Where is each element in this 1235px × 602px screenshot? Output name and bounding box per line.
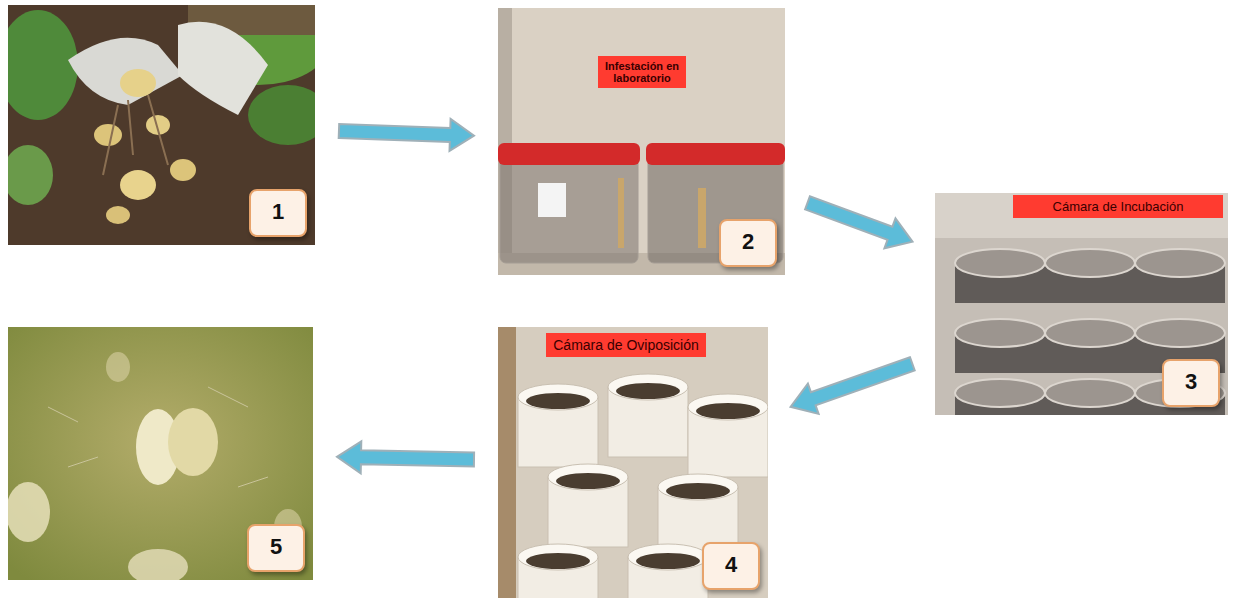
callout-number: 3: [1162, 359, 1220, 407]
red-sign: Cámara de Incubación: [1013, 195, 1223, 218]
sign-text: Infestación en laboratorio: [604, 60, 680, 84]
flow-arrow: [339, 119, 474, 151]
red-sign: Infestación en laboratorio: [598, 56, 686, 88]
photo-panel: 5: [8, 327, 313, 580]
photo-panel: 4 Cámara de Oviposición: [498, 327, 768, 598]
photo-panel: 3 Cámara de Incubación: [935, 193, 1228, 415]
photo-panel: 2 Infestación en laboratorio: [498, 8, 785, 275]
callout-number: 5: [247, 524, 305, 572]
sign-text: Cámara de Oviposición: [552, 337, 700, 353]
callout-number: 4: [702, 542, 760, 590]
red-sign: Cámara de Oviposición: [546, 333, 706, 357]
flow-arrow: [805, 196, 912, 248]
callout-number: 2: [719, 219, 777, 267]
flow-arrow: [791, 357, 915, 414]
callout-number: 1: [249, 189, 307, 237]
flow-arrow: [337, 441, 474, 473]
sign-text: Cámara de Incubación: [1019, 199, 1217, 214]
photo-panel: 1: [8, 5, 315, 245]
